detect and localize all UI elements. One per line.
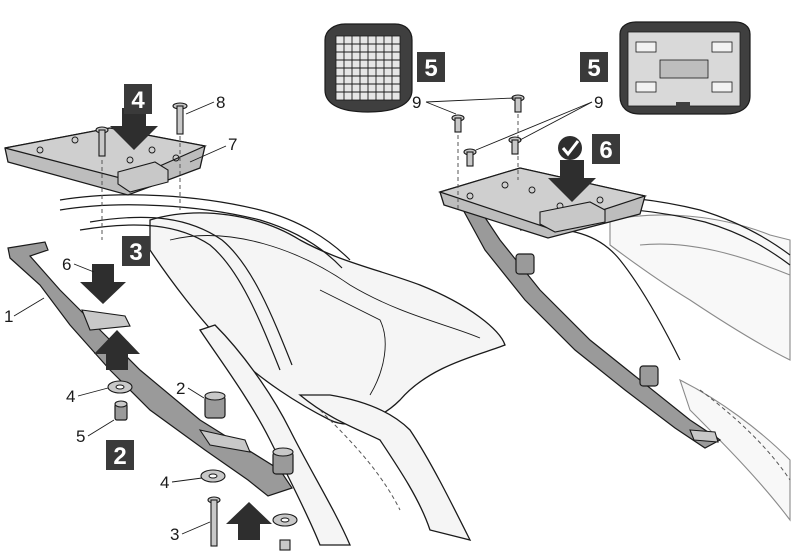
bolt-3 <box>207 496 221 547</box>
topcase-back <box>619 21 751 115</box>
topcase-front <box>324 23 413 113</box>
callout-2: 2 <box>176 379 185 398</box>
step-badge-3: 3 <box>122 236 150 266</box>
callout-4a: 4 <box>66 387 75 406</box>
bracket-right <box>453 194 722 449</box>
svg-text:2: 2 <box>113 443 126 470</box>
grab-rail-left <box>59 194 351 371</box>
bolt-8 <box>172 102 188 210</box>
callout-6: 6 <box>62 255 71 274</box>
right-assembly: 5 5 6 9 9 <box>324 21 791 522</box>
bolt-5 <box>114 400 128 421</box>
down-arrow-icon <box>80 264 126 304</box>
svg-text:6: 6 <box>599 137 612 164</box>
down-arrow-icon <box>110 108 158 150</box>
left-assembly: 4 3 2 8 7 6 1 4 5 2 4 3 <box>4 84 506 551</box>
bolt-9d <box>508 136 522 155</box>
spacer-2b <box>272 447 294 475</box>
washer-4b <box>200 469 226 483</box>
callout-4b: 4 <box>160 473 169 492</box>
washer-4a <box>107 380 133 394</box>
step-badge-5a: 5 <box>417 52 445 82</box>
spacer-2a <box>204 391 226 419</box>
step-badge-2: 2 <box>106 440 134 470</box>
motorcycle-seat-right <box>609 214 791 522</box>
step-badge-6: 6 <box>592 134 620 164</box>
bolt-plate <box>95 126 109 240</box>
callout-9b: 9 <box>594 93 603 112</box>
callout-3: 3 <box>170 525 179 544</box>
svg-text:4: 4 <box>131 87 145 114</box>
bracket-1 <box>7 241 293 497</box>
check-icon <box>558 136 582 160</box>
up-arrow-icon <box>226 502 272 540</box>
bolt-9b <box>511 94 525 180</box>
bolt-9a <box>451 114 465 210</box>
callout-1: 1 <box>4 307 13 326</box>
bolt-9c <box>463 148 477 167</box>
top-plate-right <box>438 167 648 239</box>
vent-grid <box>336 36 400 100</box>
callout-7: 7 <box>228 135 237 154</box>
svg-text:3: 3 <box>129 239 142 266</box>
step-badge-5b: 5 <box>580 52 608 82</box>
callout-8: 8 <box>216 93 225 112</box>
washer-right <box>272 513 298 551</box>
motorcycle-seat-left <box>149 212 506 546</box>
down-arrow-icon <box>548 160 596 202</box>
callout-9a: 9 <box>412 93 421 112</box>
svg-text:5: 5 <box>424 55 437 82</box>
svg-text:5: 5 <box>587 55 600 82</box>
step-badge-4: 4 <box>124 84 152 114</box>
callout-5: 5 <box>76 427 85 446</box>
up-arrow-icon <box>94 330 140 370</box>
